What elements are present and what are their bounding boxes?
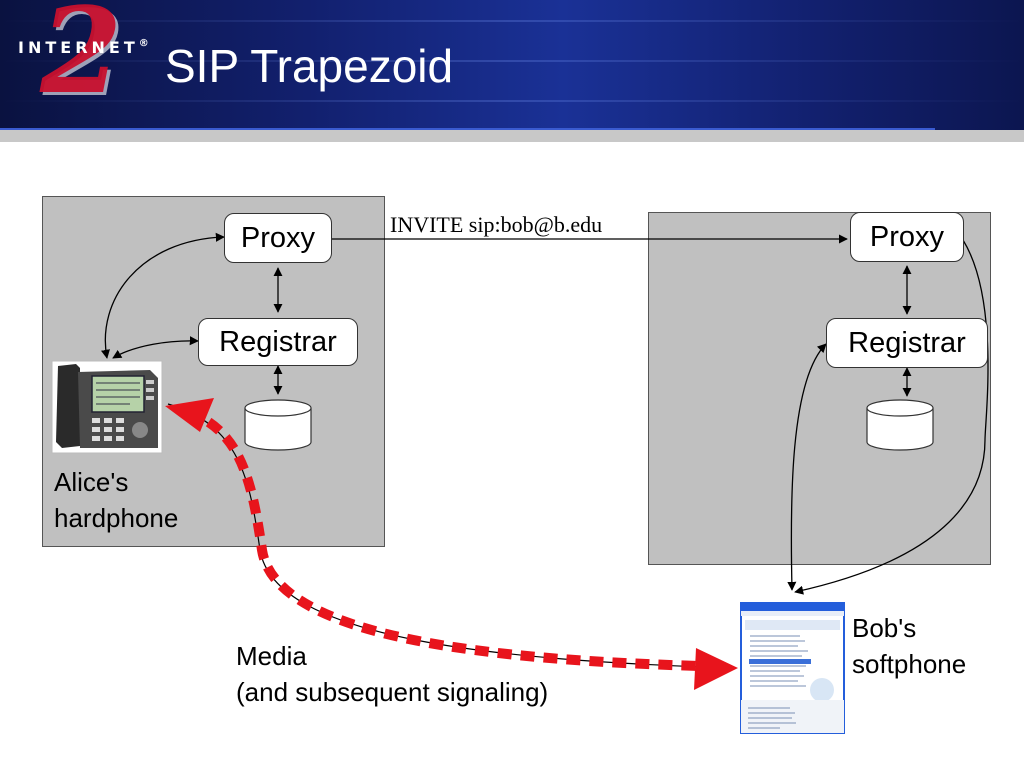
media-arrowhead-bob: [694, 648, 738, 690]
ip-phone-icon: [51, 360, 163, 454]
media-path: [186, 407, 701, 671]
proxy-node-b: Proxy: [850, 212, 964, 262]
registrar-node-b: Registrar: [826, 318, 988, 368]
proxy-label-b: Proxy: [869, 220, 945, 253]
banner-underline: [0, 130, 1024, 142]
phone-proxy-arrow: [101, 232, 225, 359]
header-banner: 2 2 INTERNET® SIP Trapezoid: [0, 0, 1024, 130]
messenger-window-icon: [740, 602, 845, 734]
proxy-softphone-arrow: [794, 239, 989, 595]
media-label: Media (and subsequent signaling): [236, 641, 549, 707]
softphone-registrar-arrow: [787, 343, 827, 591]
logo-wordmark: INTERNET®: [18, 38, 149, 57]
page-title: SIP Trapezoid: [165, 40, 454, 92]
location-db-b: [866, 399, 934, 451]
location-db-a: [244, 399, 312, 451]
banner-streak: [0, 100, 1024, 102]
registrar-label-b: Registrar: [848, 326, 966, 359]
logo-numeral-shadow: 2: [43, 0, 126, 123]
banner-rule: [0, 128, 935, 130]
bob-device-label: Bob's softphone: [852, 613, 967, 679]
logo-numeral: 2: [40, 0, 123, 120]
registrar-label-a: Registrar: [219, 325, 337, 358]
registrar-node-a: Registrar: [198, 318, 358, 366]
media-arrowhead-alice: [165, 398, 214, 432]
alice-device-label: Alice's hardphone: [54, 467, 179, 533]
banner-streak: [0, 60, 1024, 62]
proxy-node-a: Proxy: [224, 213, 332, 263]
invite-label: INVITE sip:bob@b.edu: [390, 212, 603, 237]
banner-streak: [0, 20, 1024, 22]
proxy-label-a: Proxy: [240, 221, 316, 254]
phone-registrar-arrow: [112, 336, 199, 359]
